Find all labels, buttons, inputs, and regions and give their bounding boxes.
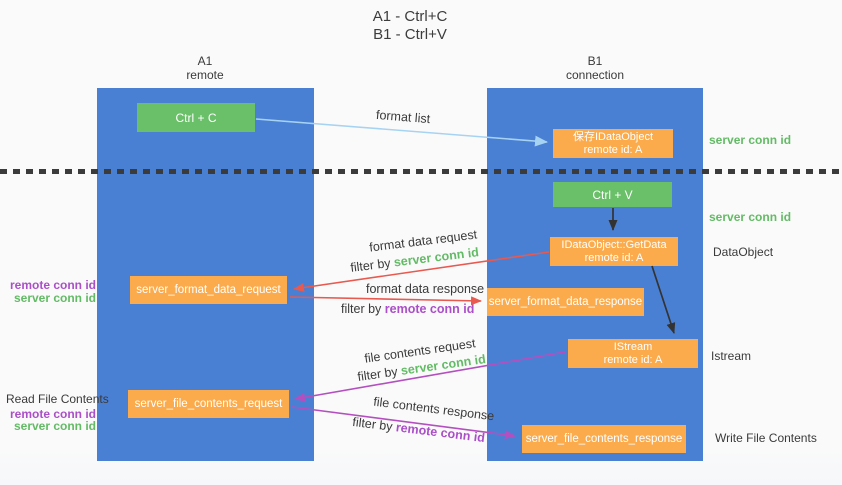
lane-header-a1: A1 remote xyxy=(150,54,260,82)
filter-by-text: filter by xyxy=(341,302,385,316)
box-server-format-data-request: server_format_data_request xyxy=(130,276,287,304)
box-ctrl-v: Ctrl + V xyxy=(553,182,672,207)
label-dataobject: DataObject xyxy=(713,245,774,259)
label-istream: Istream xyxy=(711,349,752,363)
remote-conn-id-text: remote conn id xyxy=(384,302,475,316)
filter-by-text: filter by xyxy=(356,363,402,384)
arrow-format-data-response xyxy=(289,296,482,306)
remote-conn-id-text: remote conn id xyxy=(395,420,486,446)
label-server-conn-id-bottom-left: server conn id xyxy=(13,419,96,433)
label-remote-conn-id-bottom-left: remote conn id xyxy=(10,407,97,421)
lane-b1-role: connection xyxy=(565,68,625,82)
label-format-list: format list xyxy=(375,107,431,127)
box-server-format-data-response: server_format_data_response xyxy=(487,288,644,316)
label-server-conn-id-top-right: server conn id xyxy=(709,133,792,147)
box-ctrl-c: Ctrl + C xyxy=(137,103,255,132)
label-write-file-contents: Write File Contents xyxy=(715,431,817,445)
label-server-conn-id-top-left: server conn id xyxy=(13,291,96,305)
box-server-file-contents-request: server_file_contents_request xyxy=(128,390,289,418)
box-idataobject-getdata: IDataObject::GetData remote id: A xyxy=(550,237,678,266)
box-save-idataobject: 保存IDataObject remote id: A xyxy=(553,129,673,158)
box-istream-line1: IStream xyxy=(613,340,653,353)
box-server-file-contents-response: server_file_contents_response xyxy=(522,425,686,453)
box-save-idataobject-line1: 保存IDataObject xyxy=(572,130,654,143)
label-server-conn-id-mid-right: server conn id xyxy=(709,210,792,224)
box-save-idataobject-line2: remote id: A xyxy=(583,143,643,156)
lane-a1-role: remote xyxy=(186,68,224,82)
box-getdata-line1: IDataObject::GetData xyxy=(561,238,667,251)
filter-by-text: filter by xyxy=(351,414,397,435)
filter-by-text: filter by xyxy=(349,255,395,275)
label-format-data-response-filter: filter by remote conn id xyxy=(341,302,474,316)
diagram-title-line2: B1 - Ctrl+V xyxy=(373,26,447,43)
label-remote-conn-id-top-left: remote conn id xyxy=(10,278,97,292)
lane-header-b1: B1 connection xyxy=(540,54,650,82)
label-format-data-response: format data response xyxy=(366,282,485,296)
lane-a1-name: A1 xyxy=(197,54,213,68)
session-divider-dashed-line xyxy=(0,169,842,174)
box-istream: IStream remote id: A xyxy=(568,339,698,368)
diagram-title-line1: A1 - Ctrl+C xyxy=(372,8,448,25)
diagram-title: A1 - Ctrl+C B1 - Ctrl+V xyxy=(300,8,520,44)
lane-b1-name: B1 xyxy=(587,54,603,68)
box-getdata-line2: remote id: A xyxy=(584,251,644,264)
box-istream-line2: remote id: A xyxy=(603,353,663,366)
label-read-file-contents: Read File Contents xyxy=(6,392,109,406)
